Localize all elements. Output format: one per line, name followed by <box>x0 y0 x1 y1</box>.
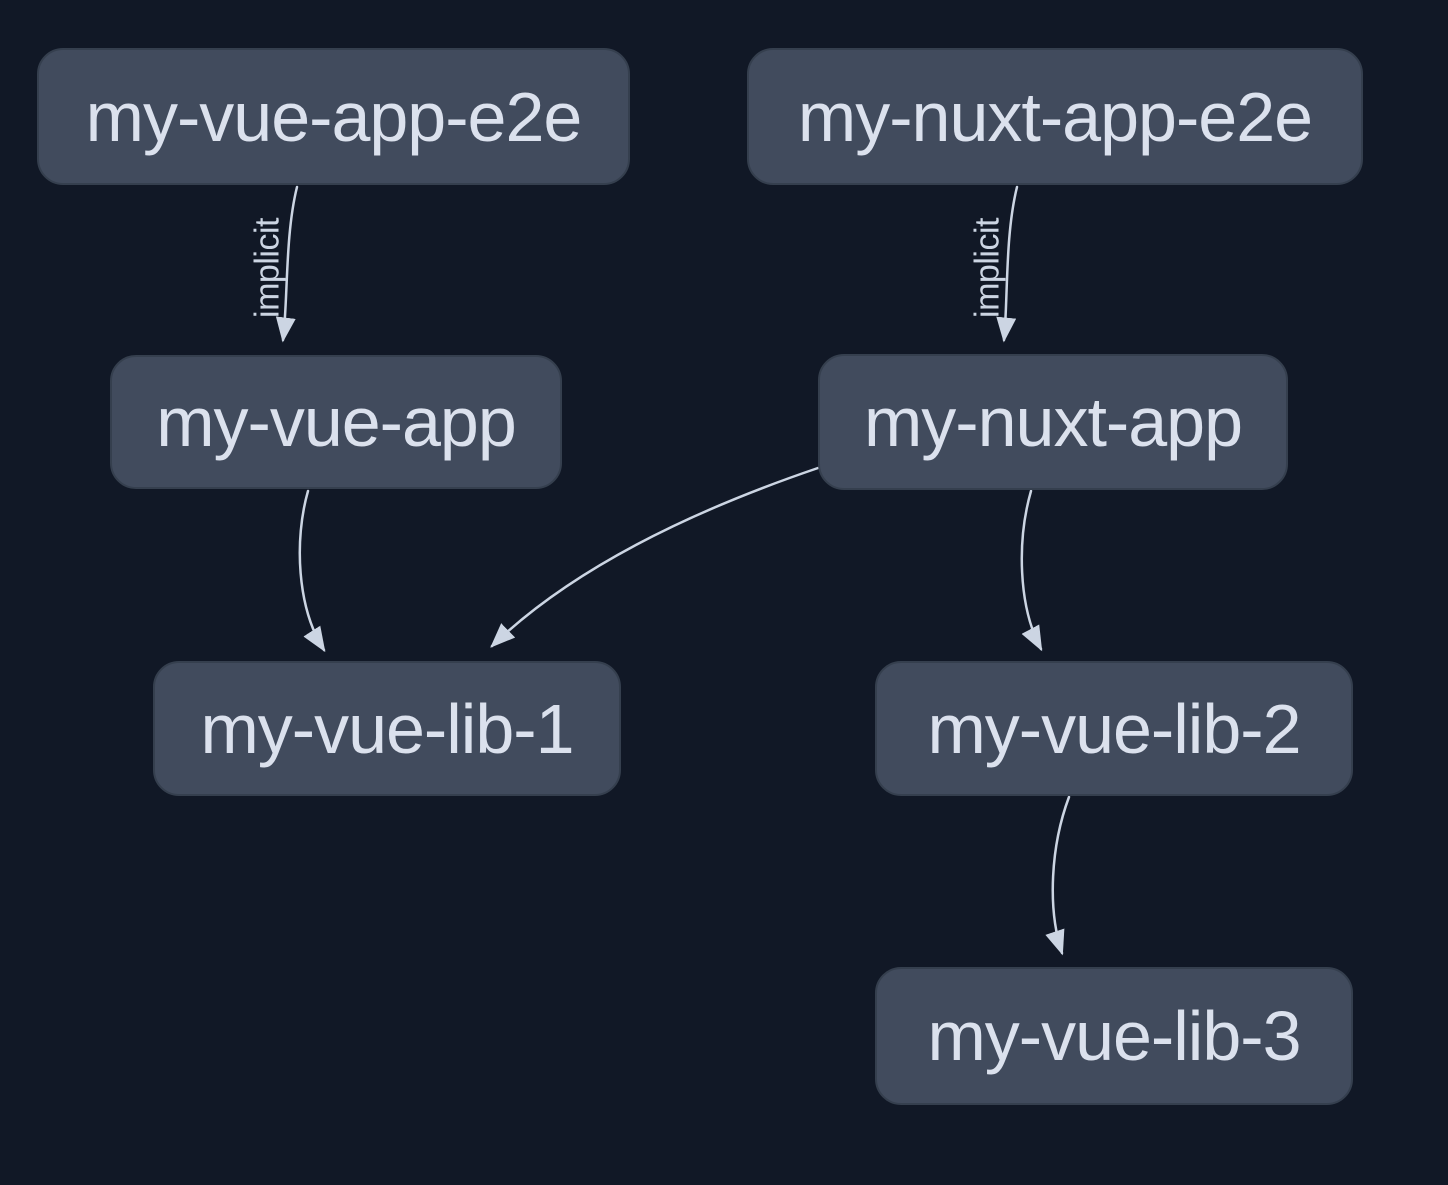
edge-my-nuxt-app-e2e-to-my-nuxt-app[interactable] <box>996 185 1019 343</box>
node-my-nuxt-app-e2e[interactable]: my-nuxt-app-e2e <box>747 48 1363 185</box>
node-my-nuxt-app[interactable]: my-nuxt-app <box>818 354 1288 490</box>
node-label: my-nuxt-app <box>863 383 1243 461</box>
edge-my-vue-lib-2-to-my-vue-lib-3[interactable] <box>1045 795 1071 956</box>
node-my-vue-lib-1[interactable]: my-vue-lib-1 <box>153 661 621 796</box>
node-label: my-vue-lib-3 <box>927 997 1301 1075</box>
edge-my-nuxt-app-to-my-vue-lib-1[interactable] <box>490 466 820 648</box>
node-my-vue-lib-2[interactable]: my-vue-lib-2 <box>875 661 1353 796</box>
node-label: my-vue-app <box>156 383 517 461</box>
node-label: my-vue-app-e2e <box>85 77 583 156</box>
node-label: my-nuxt-app-e2e <box>797 77 1313 156</box>
edge-my-vue-app-to-my-vue-lib-1[interactable] <box>298 489 326 653</box>
edge-my-vue-app-e2e-to-my-vue-app[interactable] <box>275 185 299 343</box>
node-my-vue-app[interactable]: my-vue-app <box>110 355 562 489</box>
node-my-vue-lib-3[interactable]: my-vue-lib-3 <box>875 967 1353 1105</box>
edge-my-nuxt-app-to-my-vue-lib-2[interactable] <box>1020 489 1043 652</box>
node-label: my-vue-lib-1 <box>200 689 574 768</box>
node-label: my-vue-lib-2 <box>927 689 1301 768</box>
node-my-vue-app-e2e[interactable]: my-vue-app-e2e <box>37 48 630 185</box>
